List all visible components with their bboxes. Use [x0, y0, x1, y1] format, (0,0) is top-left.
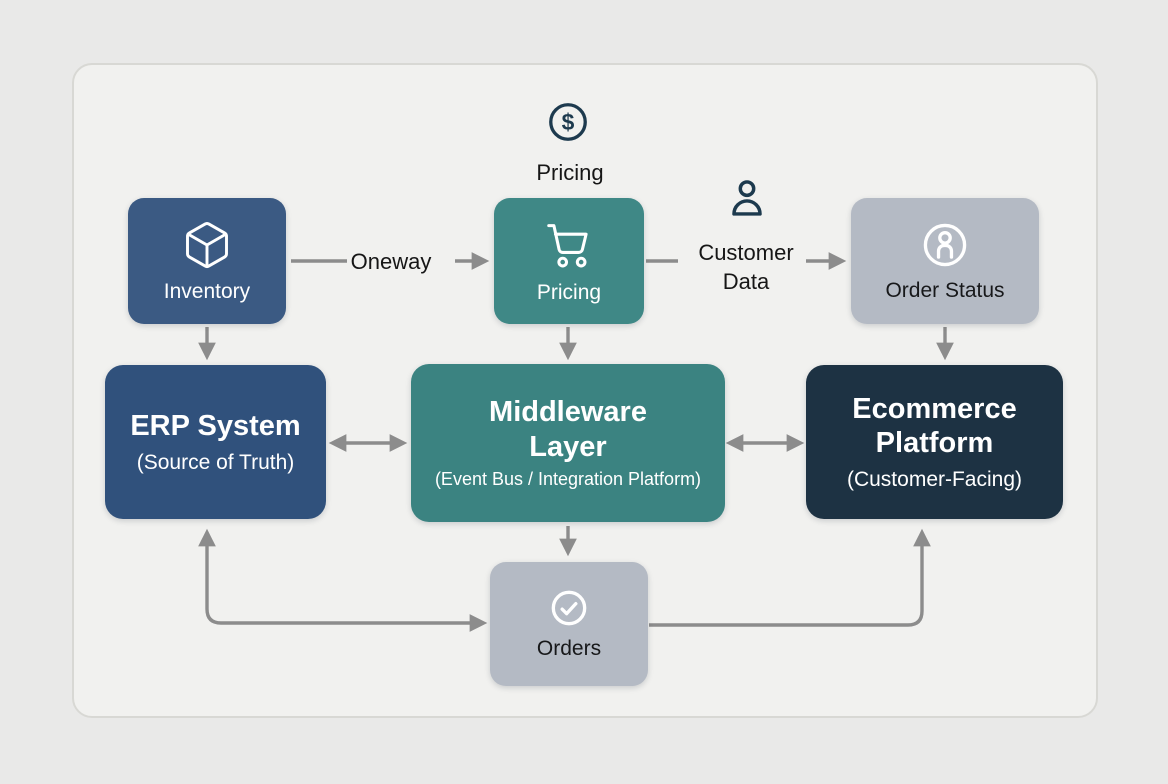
oneway-label: Oneway — [350, 249, 432, 274]
pricing-flow-label: Pricing — [536, 160, 604, 185]
node-pricing: Pricing — [494, 198, 644, 324]
erp-title: ERP System — [130, 410, 301, 443]
inventory-label: Inventory — [163, 279, 251, 303]
erp-subtitle: (Source of Truth) — [136, 450, 295, 474]
ecommerce-subtitle: (Customer-Facing) — [846, 467, 1023, 491]
node-ecommerce-platform: Ecommerce Platform (Customer-Facing) — [806, 365, 1063, 519]
dollar-circle-icon: $ — [546, 100, 590, 144]
person-icon — [724, 176, 770, 222]
node-order-status: Order Status — [851, 198, 1039, 324]
node-inventory: Inventory — [128, 198, 286, 324]
node-orders: Orders — [490, 562, 648, 686]
ecommerce-title: Ecommerce Platform — [852, 393, 1017, 460]
pricing-label: Pricing — [536, 280, 602, 304]
dollar-glyph: $ — [562, 109, 575, 135]
middleware-title: Middleware Layer — [489, 396, 647, 463]
cube-icon — [181, 219, 233, 271]
check-circle-icon — [549, 588, 589, 628]
middleware-subtitle: (Event Bus / Integration Platform) — [434, 468, 702, 489]
shopping-cart-icon — [542, 218, 596, 272]
orders-label: Orders — [536, 636, 602, 660]
user-circle-icon — [920, 220, 970, 270]
order-status-label: Order Status — [885, 278, 1005, 302]
customer-data-label: Customer Data — [698, 240, 794, 295]
node-middleware-layer: Middleware Layer (Event Bus / Integratio… — [411, 364, 725, 522]
node-erp-system: ERP System (Source of Truth) — [105, 365, 326, 519]
